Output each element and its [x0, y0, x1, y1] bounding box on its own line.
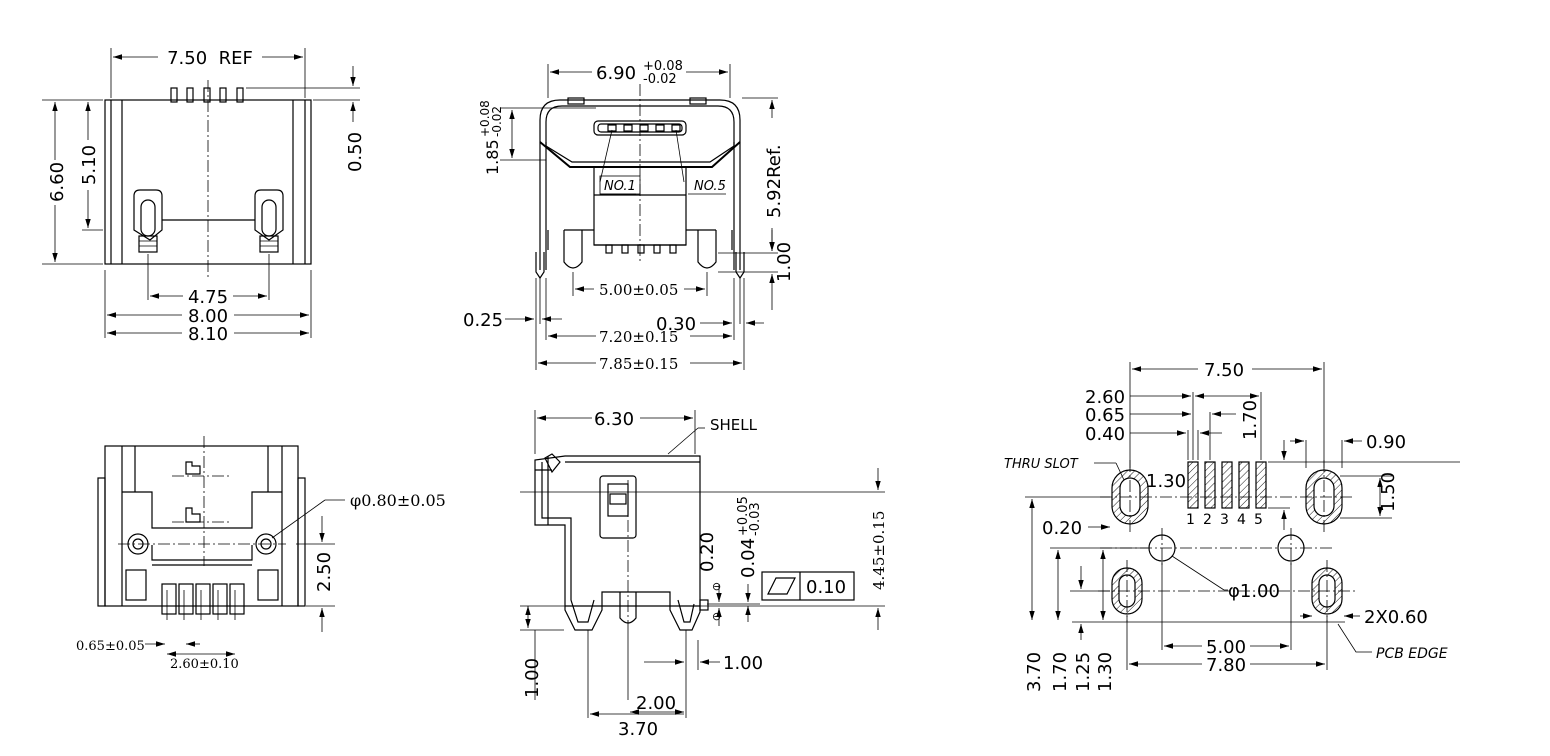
front-leg-gap-dim: 0.30	[656, 314, 696, 335]
front-opening-tol-minus: -0.02	[643, 72, 677, 87]
pcb-edge-label: PCB EDGE	[1376, 646, 1448, 662]
fp-pad-length-dim: 1.70	[1240, 400, 1261, 440]
bottom-hole-diameter-dim: φ0.80±0.05	[350, 491, 446, 510]
pad-number-1: 1	[1186, 512, 1195, 528]
fp-pad-row-gap-dim: 0.20	[1042, 518, 1082, 539]
side-seating-tol-minus: -0.03	[748, 502, 763, 536]
side-standoff-dim: 1.00	[522, 658, 543, 698]
bottom-pin-span-dim: 2.60±0.10	[170, 657, 239, 672]
top-inner-height-dim: 5.10	[79, 145, 100, 185]
front-opening-height-tol-plus: +0.08	[478, 100, 492, 137]
front-opening-height-tol-minus: -0.02	[490, 106, 504, 137]
pad-1	[1187, 461, 1199, 509]
fp-locate-hole-dim: φ1.00	[1228, 581, 1280, 602]
side-depth-dim: 6.30	[594, 409, 634, 430]
front-opening-tol-plus: +0.08	[643, 59, 683, 74]
fp-rear-slot-dim: 2X0.60	[1364, 607, 1428, 628]
fp-slot-length-dim: 1.50	[1378, 472, 1399, 512]
side-post-offset-dim: 2.00	[636, 693, 676, 714]
pad-number-2: 2	[1203, 512, 1212, 528]
pad-number-5: 5	[1254, 512, 1263, 528]
front-pin-standoff-dim: 1.00	[774, 242, 795, 282]
front-pin-span-dim: 5.00±0.05	[599, 281, 678, 299]
fp-pad-pitch-dim: 0.65	[1085, 405, 1125, 426]
bottom-pin-pitch-dim: 0.65±0.05	[76, 639, 145, 654]
top-overall-width-dim: 8.10	[188, 324, 228, 345]
top-view: 7.50 REF 6.60 5.10 0.50 4.75 8.00 8.10	[42, 48, 366, 345]
front-opening-height-dim: 1.85	[483, 139, 502, 175]
fp-rear-slot-spacing-dim: 7.80	[1206, 655, 1246, 676]
top-width-ref-dim: 7.50 REF	[167, 48, 253, 69]
side-seating-tol-dim: 0.04	[738, 538, 759, 578]
shell-label: SHELL	[710, 416, 758, 434]
top-post-spacing-dim: 4.75	[188, 287, 228, 308]
fp-slot-width-dim: 0.90	[1366, 432, 1406, 453]
fp-pad-span-dim: 2.60	[1085, 387, 1125, 408]
pin1-label: NO.1	[604, 179, 636, 194]
fp-vertical-dim-1: 3.70	[1024, 652, 1045, 692]
side-view: 6.30 SHELL 0.20 ⊖ ⊖ 0.04 +0.05 -0.03 0.1…	[520, 409, 888, 740]
top-lead-height-dim: 0.50	[345, 132, 366, 172]
front-height-ref-dim: 5.92Ref.	[764, 144, 785, 218]
front-inner-width-dim: 7.20±0.15	[599, 328, 678, 346]
pad-number-4: 4	[1237, 512, 1246, 528]
pad-number-3: 3	[1220, 512, 1229, 528]
fp-hole-spacing-dim: 5.00	[1206, 637, 1246, 658]
side-seating-tol-plus: +0.05	[736, 496, 751, 536]
side-seating-datum-b: ⊖	[712, 610, 721, 623]
top-body-width-dim: 8.00	[188, 306, 228, 327]
pin5-label: NO.5	[694, 179, 726, 194]
front-opening-width-dim: 6.90	[596, 63, 636, 84]
pad-5	[1255, 461, 1267, 509]
side-lead-offset-dim: 1.00	[723, 653, 763, 674]
side-seating-dim: 0.20	[697, 532, 718, 572]
thru-slot-label: THRU SLOT	[1004, 457, 1079, 472]
fp-pad-offset-dim: 1.30	[1146, 471, 1186, 492]
front-view: NO.1 NO.5 6.90 +0.08 -0.02 1.85 +0.08 -0…	[463, 59, 795, 373]
front-leg-thickness-dim: 0.25	[463, 310, 503, 331]
fp-pad-width-dim: 0.40	[1085, 424, 1125, 445]
pcb-footprint-view: 1 2 3 4 5	[1004, 360, 1460, 692]
bottom-view: φ0.80±0.05 2.50 0.65±0.05 2.60±0.10	[76, 436, 446, 672]
side-height-dim: 4.45±0.15	[870, 511, 888, 590]
side-post-span-dim: 3.70	[618, 719, 658, 740]
pad-2	[1204, 461, 1216, 509]
fp-vertical-dim-2: 1.70	[1050, 652, 1071, 692]
side-flatness-dim: 0.10	[806, 577, 846, 598]
side-seating-datum-a: ⊖	[712, 580, 721, 593]
fp-vertical-dim-3: 1.25	[1073, 652, 1094, 692]
fp-vertical-dim-4: 1.30	[1095, 652, 1116, 692]
front-outer-width-dim: 7.85±0.15	[599, 355, 678, 373]
bottom-post-height-dim: 2.50	[314, 552, 335, 592]
fp-slot-spacing-dim: 7.50	[1204, 360, 1244, 381]
pad-3	[1221, 461, 1233, 509]
top-height-dim: 6.60	[47, 162, 68, 202]
pad-4	[1238, 461, 1250, 509]
